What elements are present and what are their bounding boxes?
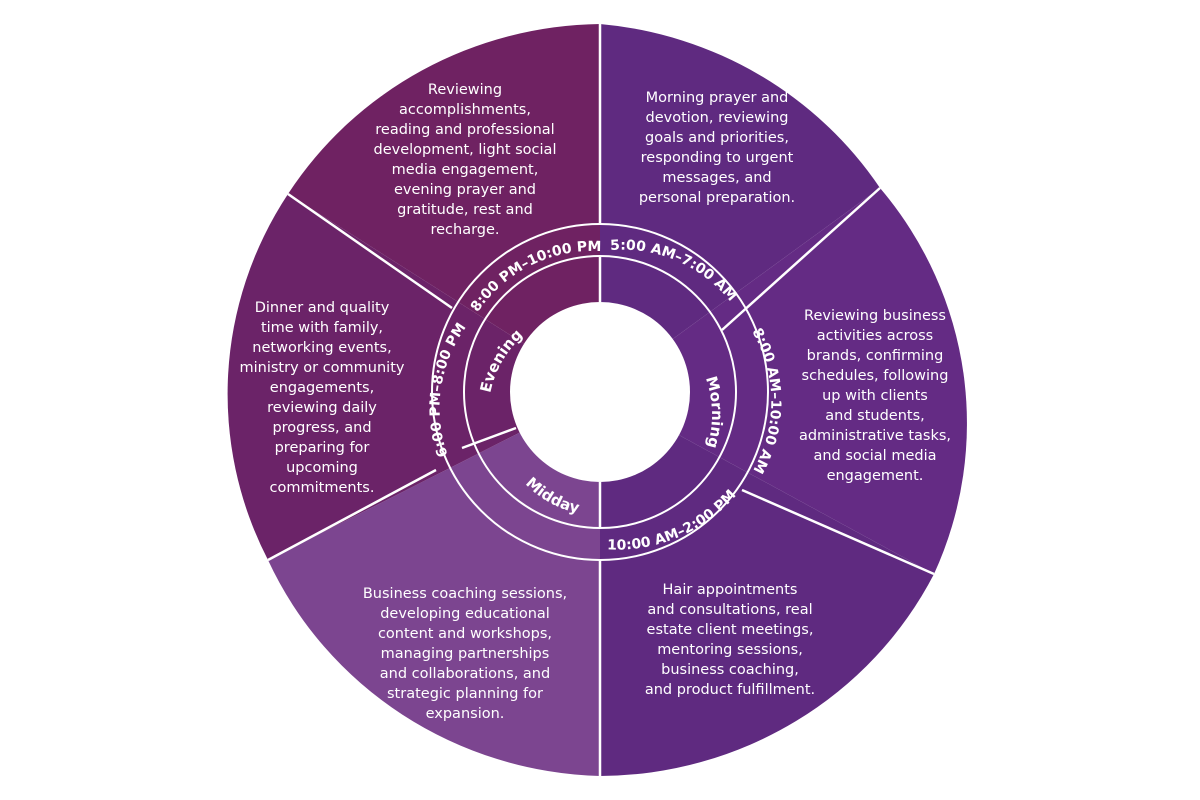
sector-evening-late	[288, 24, 600, 392]
activity-line: accomplishments,	[399, 102, 531, 118]
activity-line: gratitude, rest and	[397, 202, 533, 218]
center-circle	[510, 302, 690, 482]
activity-line: Business coaching sessions,	[362, 586, 568, 602]
activity-line: recharge.	[430, 222, 500, 238]
activity-line: goals and priorities,	[645, 130, 789, 146]
activity-line: engagement.	[826, 468, 924, 484]
activity-line: preparing for	[274, 440, 370, 456]
activity-line: and collaborations, and	[379, 666, 551, 682]
activity-line: Reviewing business	[804, 308, 946, 324]
activity-line: evening prayer and	[393, 182, 537, 198]
activity-line: and social media	[813, 448, 937, 464]
activity-line: and consultations, real	[647, 602, 813, 618]
activity-midday-appointments: Hair appointments and consultations, real…	[620, 580, 840, 700]
activity-line: and product fulfillment.	[644, 682, 816, 698]
activity-line: estate client meetings,	[646, 622, 814, 638]
activity-line: expansion.	[425, 706, 505, 722]
activity-line: reviewing daily	[267, 400, 377, 416]
activity-morning-mid: Reviewing business activities across brand…	[780, 306, 970, 486]
activity-line: developing educational	[380, 606, 550, 622]
activity-line: devotion, reviewing	[645, 110, 789, 126]
activity-morning-early: Morning prayer and devotion, reviewing goa…	[600, 88, 834, 208]
activity-line: engagements,	[269, 380, 375, 396]
activity-line: development, light social	[373, 142, 557, 158]
activity-line: time with family,	[260, 320, 384, 336]
sector-midday-appointments	[600, 392, 934, 776]
activity-evening-early: Dinner and quality time with family, netwo…	[222, 298, 422, 498]
activity-line: Morning prayer and	[645, 90, 789, 106]
activity-line: Hair appointments	[662, 582, 798, 598]
activity-line: progress, and	[272, 420, 372, 436]
activity-line: business coaching,	[661, 662, 799, 678]
activity-line: responding to urgent	[640, 150, 794, 166]
activity-line: schedules, following	[801, 368, 949, 384]
activity-line: and students,	[825, 408, 925, 424]
activity-line: commitments.	[269, 480, 375, 496]
activity-line: strategic planning for	[387, 686, 543, 702]
sector-evening-early	[227, 194, 600, 560]
activity-midday-coaching: Business coaching sessions, developing ed…	[350, 584, 580, 724]
activity-line: managing partnerships	[380, 646, 550, 662]
activity-line: messages, and	[662, 170, 772, 186]
activity-line: Dinner and quality	[254, 300, 390, 316]
sector-morning-early	[600, 24, 880, 392]
activity-line: administrative tasks,	[798, 428, 952, 444]
activity-line: activities across	[816, 328, 934, 344]
activity-line: networking events,	[252, 340, 392, 356]
activity-line: content and workshops,	[377, 626, 553, 642]
activity-line: ministry or community	[239, 360, 405, 376]
divider-lines	[267, 24, 935, 776]
activity-line: upcoming	[286, 460, 358, 476]
activity-line: up with clients	[822, 388, 928, 404]
activity-line: media engagement,	[391, 162, 539, 178]
activity-line: Reviewing	[427, 82, 503, 98]
activity-line: reading and professional	[375, 122, 555, 138]
activity-line: personal preparation.	[638, 190, 796, 206]
activity-line: brands, confirming	[806, 348, 944, 364]
sector-morning-mid	[600, 188, 967, 574]
activity-line: mentoring sessions,	[657, 642, 803, 658]
sector-midday-coaching	[268, 392, 600, 776]
activity-evening-late: Reviewing accomplishments, reading and pro…	[340, 80, 590, 240]
